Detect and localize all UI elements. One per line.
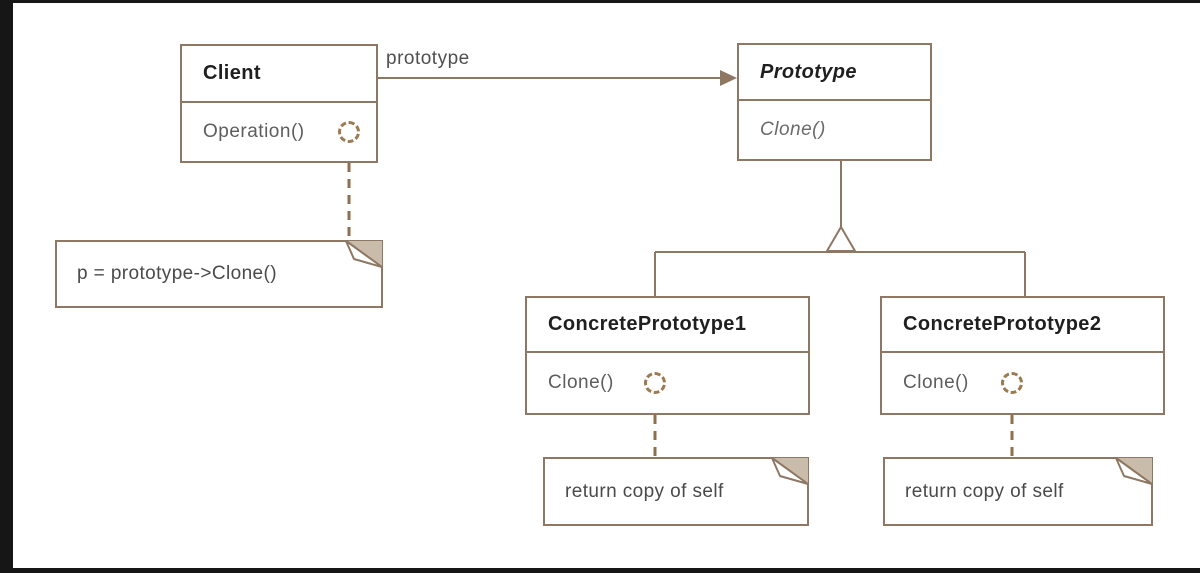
class-concrete-prototype1[interactable]: ConcretePrototype1 Clone() <box>525 296 810 415</box>
class-prototype-name: Prototype <box>739 45 930 101</box>
class-concrete-prototype1-method: Clone() <box>527 353 808 413</box>
class-client-method: Operation() <box>182 103 376 161</box>
note-fold-icon <box>771 457 809 485</box>
dashed-circle-icon <box>338 121 360 143</box>
class-client-method-label: Operation() <box>203 121 305 142</box>
note-concrete-prototype1-text: return copy of self <box>565 480 724 502</box>
class-prototype-method: Clone() <box>739 101 930 159</box>
class-prototype-method-label: Clone() <box>760 119 826 140</box>
class-concrete-prototype2-method-label: Clone() <box>903 372 969 393</box>
note-client-text: p = prototype->Clone() <box>77 263 277 284</box>
note-fold-icon <box>345 240 383 268</box>
note-concrete-prototype2[interactable]: return copy of self <box>883 457 1153 526</box>
class-prototype[interactable]: Prototype Clone() <box>737 43 932 161</box>
note-concrete-prototype1[interactable]: return copy of self <box>543 457 809 526</box>
dashed-circle-icon <box>644 372 666 394</box>
class-concrete-prototype2-method: Clone() <box>882 353 1163 413</box>
class-concrete-prototype1-method-label: Clone() <box>548 372 614 393</box>
class-concrete-prototype1-name: ConcretePrototype1 <box>527 298 808 353</box>
class-client[interactable]: Client Operation() <box>180 44 378 163</box>
note-fold-icon <box>1115 457 1153 485</box>
class-concrete-prototype2[interactable]: ConcretePrototype2 Clone() <box>880 296 1165 415</box>
class-client-name: Client <box>182 46 376 103</box>
association-label: prototype <box>386 48 470 69</box>
note-client[interactable]: p = prototype->Clone() <box>55 240 383 308</box>
dashed-circle-icon <box>1001 372 1023 394</box>
note-concrete-prototype2-text: return copy of self <box>905 480 1064 502</box>
class-concrete-prototype2-name: ConcretePrototype2 <box>882 298 1163 353</box>
